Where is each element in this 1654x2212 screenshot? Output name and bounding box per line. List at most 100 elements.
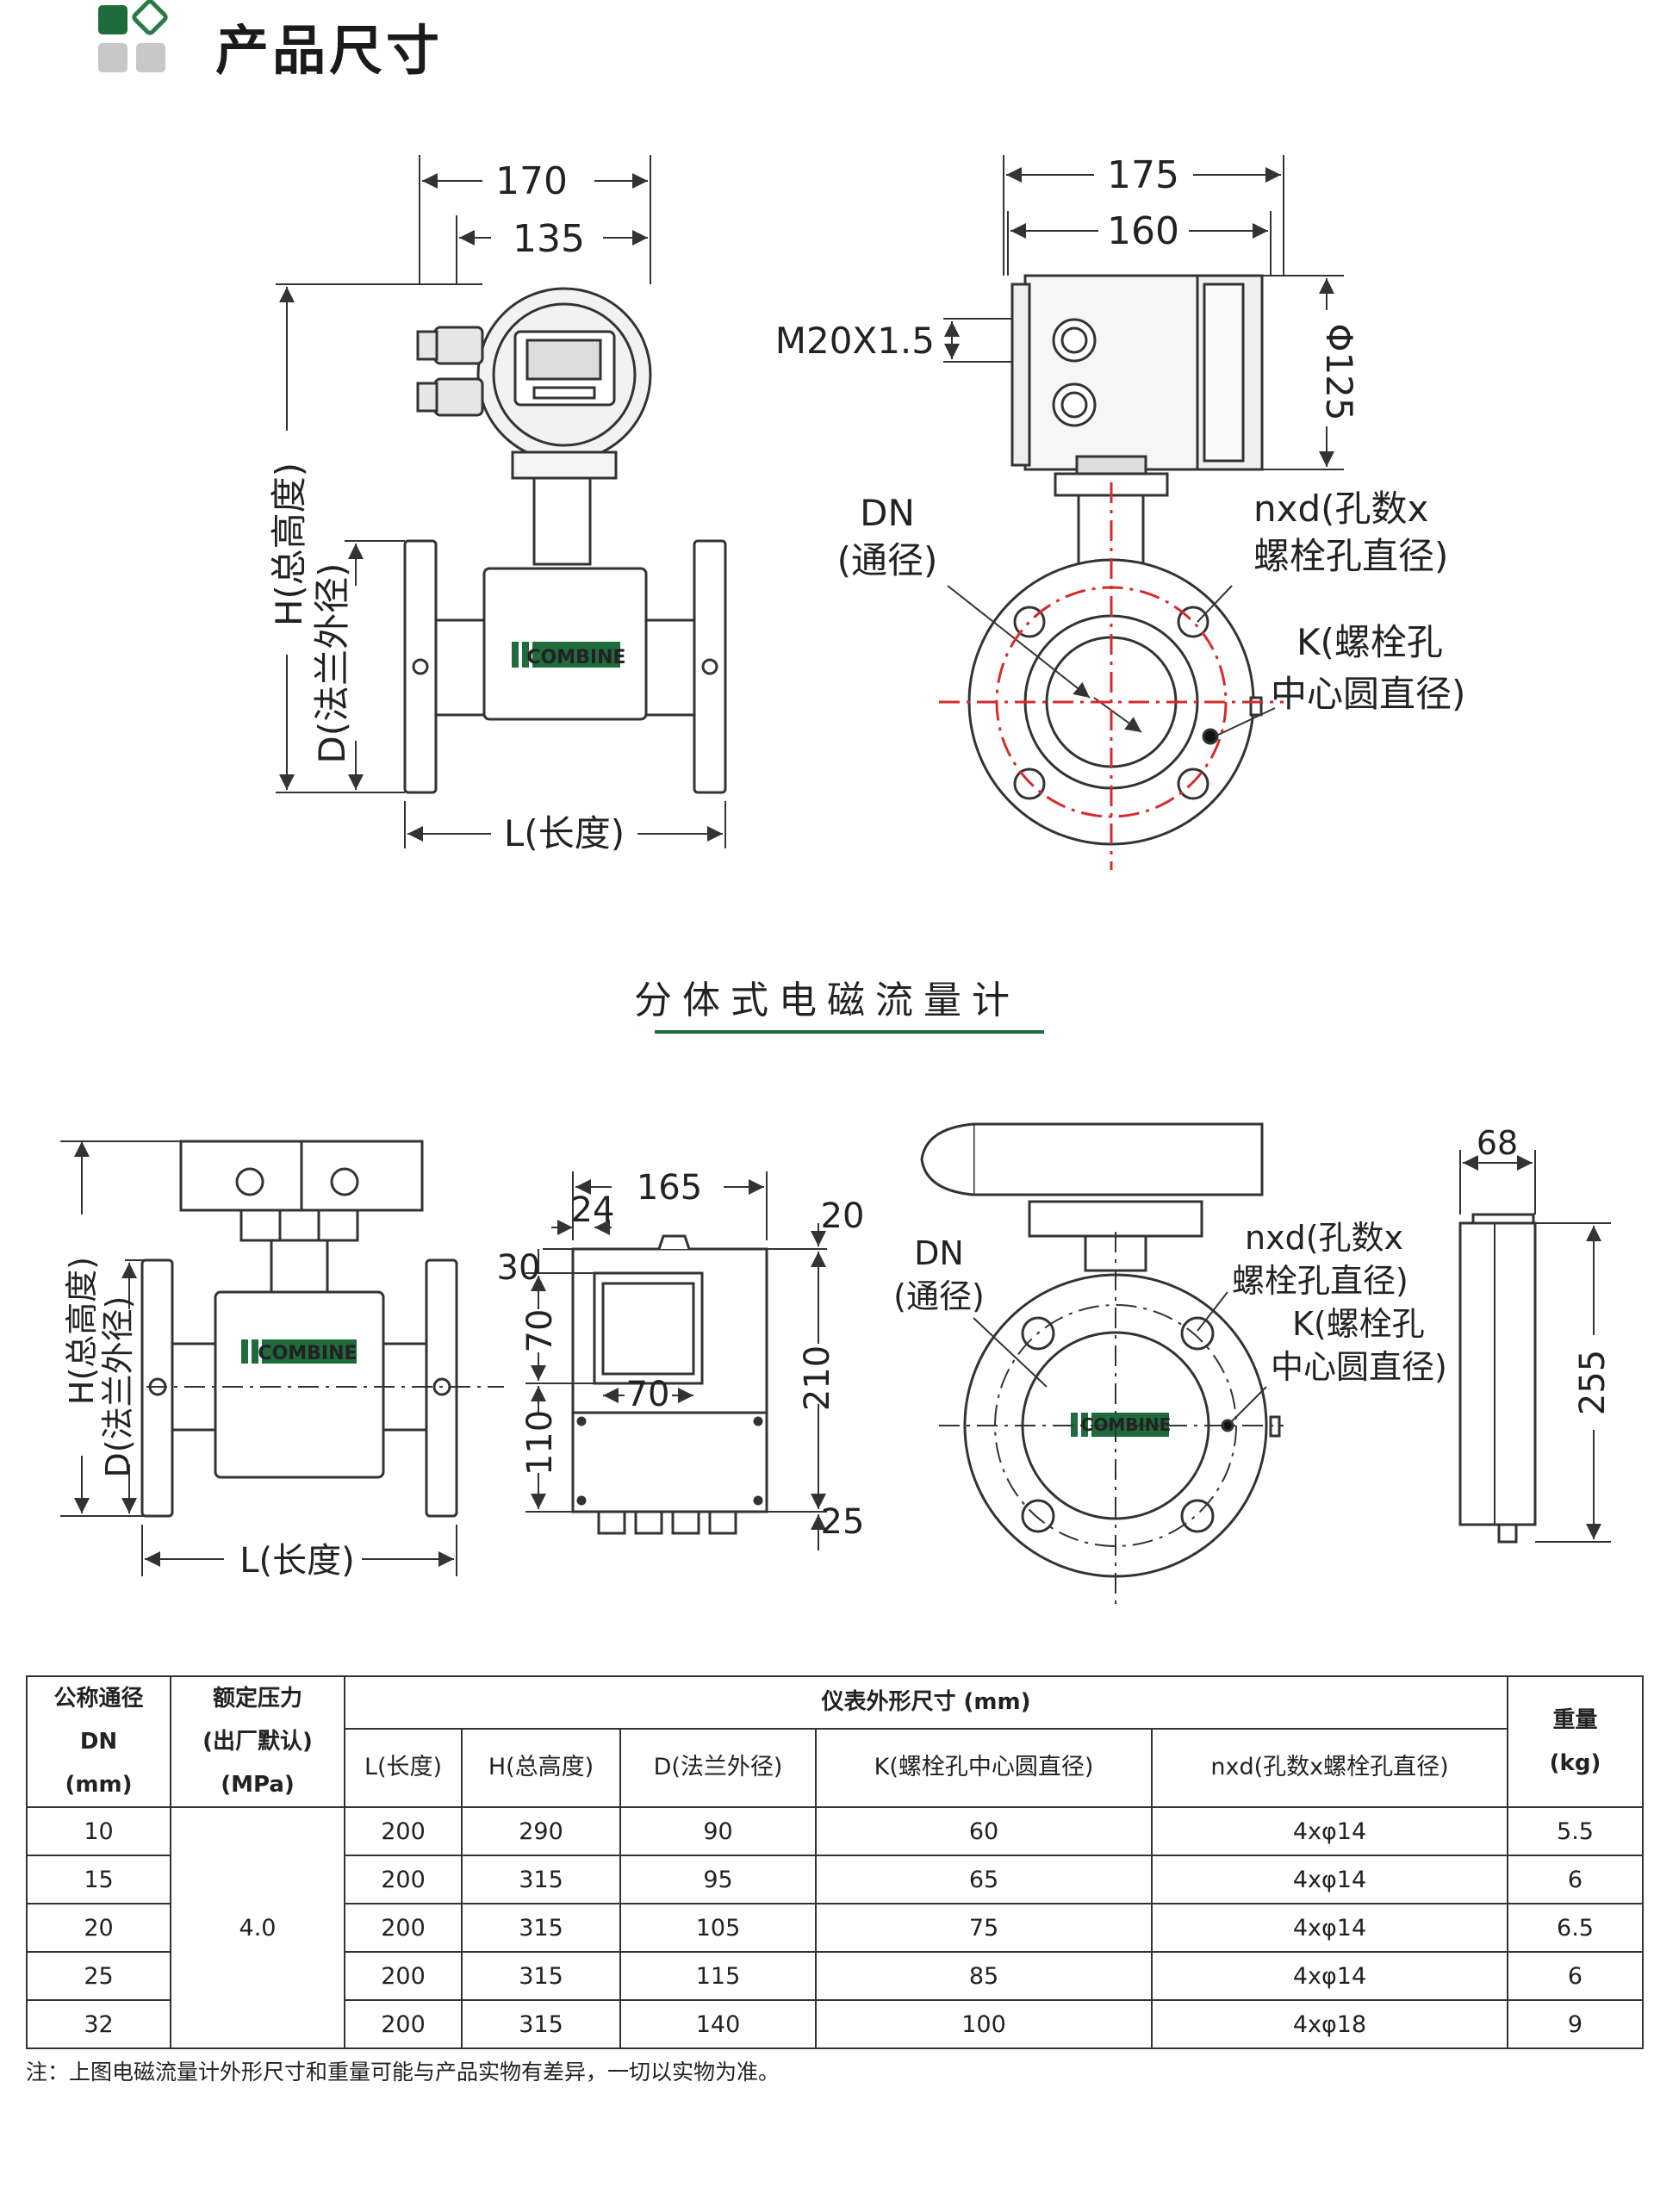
header-dn-line-2: DN xyxy=(79,1729,118,1755)
cell-bolt-circle: 65 xyxy=(815,1855,1153,1904)
l-label: L(长度) xyxy=(504,812,625,854)
cell-flange-diameter: 90 xyxy=(619,1806,817,1856)
cell-flange-diameter: 115 xyxy=(619,1951,817,2001)
dim-175: 175 xyxy=(1107,153,1179,197)
cell-weight: 9 xyxy=(1507,1999,1645,2049)
dim-165: 165 xyxy=(637,1168,702,1208)
cell-length: 200 xyxy=(344,1855,463,1904)
dimension-drawings: 170 135 COMBINE H(总高度) D(法兰外径) L(长度) xyxy=(60,153,1613,1611)
k-label-1: K(螺栓孔 xyxy=(1296,621,1443,663)
header-pressure-line-2: (出厂默认) xyxy=(202,1729,313,1755)
cell-weight: 6 xyxy=(1507,1855,1645,1904)
cell-weight: 5.5 xyxy=(1507,1806,1645,1856)
cell-height: 290 xyxy=(461,1806,621,1856)
dim-70-vertical: 70 xyxy=(520,1309,560,1353)
header-dn: 公称通径 DN (mm) xyxy=(26,1675,171,1808)
dim-30: 30 xyxy=(497,1248,541,1288)
split-nxd-label-1: nxd(孔数x xyxy=(1245,1219,1403,1257)
split-side-brand-logo-text: COMBINE xyxy=(1081,1414,1172,1435)
split-side-view xyxy=(920,1122,1284,1611)
cell-flange-diameter: 95 xyxy=(619,1855,817,1904)
dn-sub-label: (通径) xyxy=(837,539,938,581)
header-pressure-line-3: (MPa) xyxy=(221,1772,295,1798)
cell-flange-diameter: 140 xyxy=(619,1999,817,2049)
dn-label: DN xyxy=(860,492,915,534)
dim-20: 20 xyxy=(821,1196,865,1236)
header-weight-line-1: 重量 xyxy=(1552,1707,1598,1733)
split-nxd-label-2: 螺栓孔直径) xyxy=(1232,1262,1408,1300)
cell-length: 200 xyxy=(344,1951,463,2001)
cell-bolt-circle: 85 xyxy=(815,1951,1153,2001)
cell-bolt-circle: 100 xyxy=(815,1999,1153,2049)
header-height: H(总高度) xyxy=(461,1727,621,1809)
dim-m20: M20X1.5 xyxy=(775,320,935,362)
cell-bolt-circle: 75 xyxy=(815,1903,1153,1953)
nxd-label-1: nxd(孔数x xyxy=(1253,488,1428,530)
dim-160: 160 xyxy=(1107,209,1179,253)
cell-dn: 32 xyxy=(26,1999,171,2049)
split-h-label: H(总高度) xyxy=(63,1257,101,1405)
header-bolt-circle: K(螺栓孔中心圆直径) xyxy=(815,1727,1153,1809)
converter-box-view xyxy=(525,1171,827,1550)
brand-logo-text: COMBINE xyxy=(526,647,625,668)
cell-pressure: 4.0 xyxy=(170,1806,345,2049)
page-title: 产品尺寸 xyxy=(215,19,444,82)
integrated-side-centerlines xyxy=(939,482,1284,870)
cell-length: 200 xyxy=(344,1999,463,2049)
table-row: 20 200 315 105 75 4xφ14 6.5 xyxy=(26,1903,1645,1953)
cell-dn: 15 xyxy=(26,1855,171,1904)
dim-24: 24 xyxy=(571,1190,615,1230)
cell-bolt-circle: 60 xyxy=(815,1806,1153,1856)
section-underline xyxy=(655,1030,1044,1034)
cell-weight: 6.5 xyxy=(1507,1903,1645,1953)
dim-68: 68 xyxy=(1477,1124,1518,1162)
header-dn-line-3: (mm) xyxy=(65,1772,133,1798)
dim-210: 210 xyxy=(798,1345,837,1411)
header-dn-line-1: 公称通径 xyxy=(53,1686,144,1712)
split-front-view xyxy=(60,1140,504,1576)
k-label-2: 中心圆直径) xyxy=(1271,673,1465,715)
cell-bolt-holes: 4xφ14 xyxy=(1150,1806,1509,1856)
dim-170: 170 xyxy=(495,159,568,203)
cell-height: 315 xyxy=(461,1999,621,2049)
footnote: 注：上图电磁流量计外形尺寸和重量可能与产品实物有差异，一切以实物为准。 xyxy=(26,2060,780,2085)
header-bolt-holes: nxd(孔数x螺栓孔直径) xyxy=(1150,1727,1509,1809)
header-flange-diameter: D(法兰外径) xyxy=(619,1727,817,1809)
cell-bolt-holes: 4xφ14 xyxy=(1150,1855,1509,1904)
split-k-label-2: 中心圆直径) xyxy=(1271,1348,1447,1386)
split-profile-view xyxy=(1458,1150,1611,1544)
cell-height: 315 xyxy=(461,1903,621,1953)
dim-255: 255 xyxy=(1573,1350,1613,1415)
cell-length: 200 xyxy=(344,1806,463,1856)
header-pressure: 额定压力 (出厂默认) (MPa) xyxy=(170,1675,345,1808)
dim-110: 110 xyxy=(520,1410,560,1476)
header-length: L(长度) xyxy=(344,1727,463,1809)
cell-bolt-holes: 4xφ14 xyxy=(1150,1951,1509,2001)
cell-weight: 6 xyxy=(1507,1951,1645,2001)
header-weight: 重量 (kg) xyxy=(1507,1675,1645,1808)
split-l-label: L(长度) xyxy=(239,1541,355,1581)
h-label: H(总高度) xyxy=(268,463,310,626)
dim-25: 25 xyxy=(821,1502,865,1542)
cell-bolt-holes: 4xφ14 xyxy=(1150,1903,1509,1953)
integrated-front-view xyxy=(276,155,727,848)
dim-phi125: Φ125 xyxy=(1318,323,1360,420)
table-row: 25 200 315 115 85 4xφ14 6 xyxy=(26,1951,1645,2001)
nxd-label-2: 螺栓孔直径) xyxy=(1253,535,1448,577)
section-title: 分体式电磁流量计 xyxy=(634,979,1020,1022)
dim-135: 135 xyxy=(513,217,585,261)
cell-flange-diameter: 105 xyxy=(619,1903,817,1953)
cell-dn: 10 xyxy=(26,1806,171,1856)
d-label: D(法兰外径) xyxy=(311,562,353,763)
brand-squares-icon xyxy=(98,0,168,72)
cell-bolt-holes: 4xφ18 xyxy=(1150,1999,1509,2049)
cell-length: 200 xyxy=(344,1903,463,1953)
header-weight-line-2: (kg) xyxy=(1549,1750,1601,1776)
split-dn-sub-label: (通径) xyxy=(893,1277,985,1315)
cell-dn: 25 xyxy=(26,1951,171,2001)
split-d-label: D(法兰外径) xyxy=(99,1296,137,1478)
split-k-label-1: K(螺栓孔 xyxy=(1292,1305,1425,1343)
header-dimensions: 仪表外形尺寸 (mm) xyxy=(343,1675,1509,1730)
split-brand-logo-text: COMBINE xyxy=(258,1343,357,1364)
dim-70-horizontal: 70 xyxy=(626,1375,670,1414)
